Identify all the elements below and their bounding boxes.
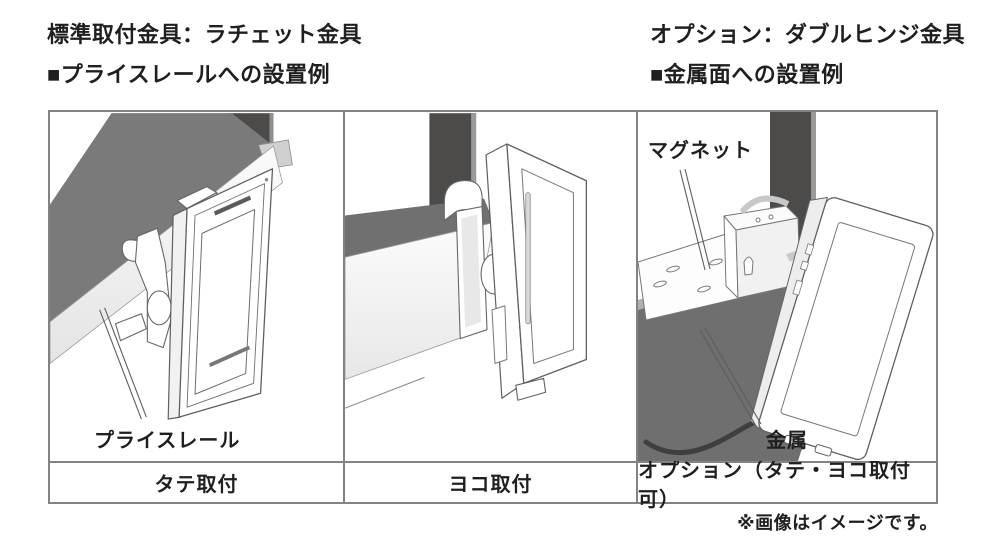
panel-option-mount: マグネット 金属 オプション（タテ・ヨコ取付可） [638, 112, 936, 511]
caption-horizontal: ヨコ取付 [345, 461, 636, 502]
metal-label: 金属 [766, 430, 808, 452]
option-mount-illustration [638, 112, 934, 461]
panel-horizontal-art [345, 112, 636, 461]
header-left-line1: 標準取付金具：ラチェット金具 [47, 22, 363, 47]
display-device [167, 168, 274, 420]
ratchet-bracket [115, 227, 172, 349]
panel-horizontal-mount: ヨコ取付 [345, 112, 638, 502]
camera-dot [264, 178, 269, 182]
price-rail-label: プライスレール [94, 430, 241, 452]
foot [515, 377, 547, 401]
header-right: オプション：ダブルヒンジ金具 ■金属面への設置例 [650, 24, 965, 86]
panel-vertical-mount: プライスレール タテ取付 [50, 112, 345, 502]
magnet-label: マグネット [648, 140, 753, 162]
metal-leader-line [699, 327, 762, 427]
vertical-mount-illustration [50, 113, 293, 420]
horizontal-mount-illustration [345, 113, 587, 409]
side-cutout [491, 305, 508, 364]
cable-strap-top [739, 195, 790, 215]
header-left-line2: ■プライスレールへの設置例 [47, 62, 331, 87]
lower-slot [208, 345, 251, 367]
header-right-line1: オプション：ダブルヒンジ金具 [650, 22, 966, 47]
panel-option-art: マグネット 金属 [638, 112, 936, 461]
caption-option: オプション（タテ・ヨコ取付可） [638, 460, 936, 511]
groove [525, 192, 531, 325]
shelf-top [50, 113, 274, 322]
image-disclaimer: ※画像はイメージです。 [737, 513, 938, 533]
header-right-line2: ■金属面への設置例 [650, 62, 844, 87]
hinge-box [723, 205, 801, 299]
panel-vertical-art: プライスレール [50, 112, 343, 461]
example-table: プライスレール タテ取付 [48, 110, 938, 511]
rail-leader-line [99, 307, 147, 420]
header-left: 標準取付金具：ラチェット金具 ■プライスレールへの設置例 [47, 24, 362, 86]
display-device [485, 143, 587, 401]
speaker-slot [213, 195, 252, 216]
caption-vertical: タテ取付 [50, 461, 343, 502]
magnet-leader-line [679, 168, 711, 271]
display-device [750, 196, 934, 461]
